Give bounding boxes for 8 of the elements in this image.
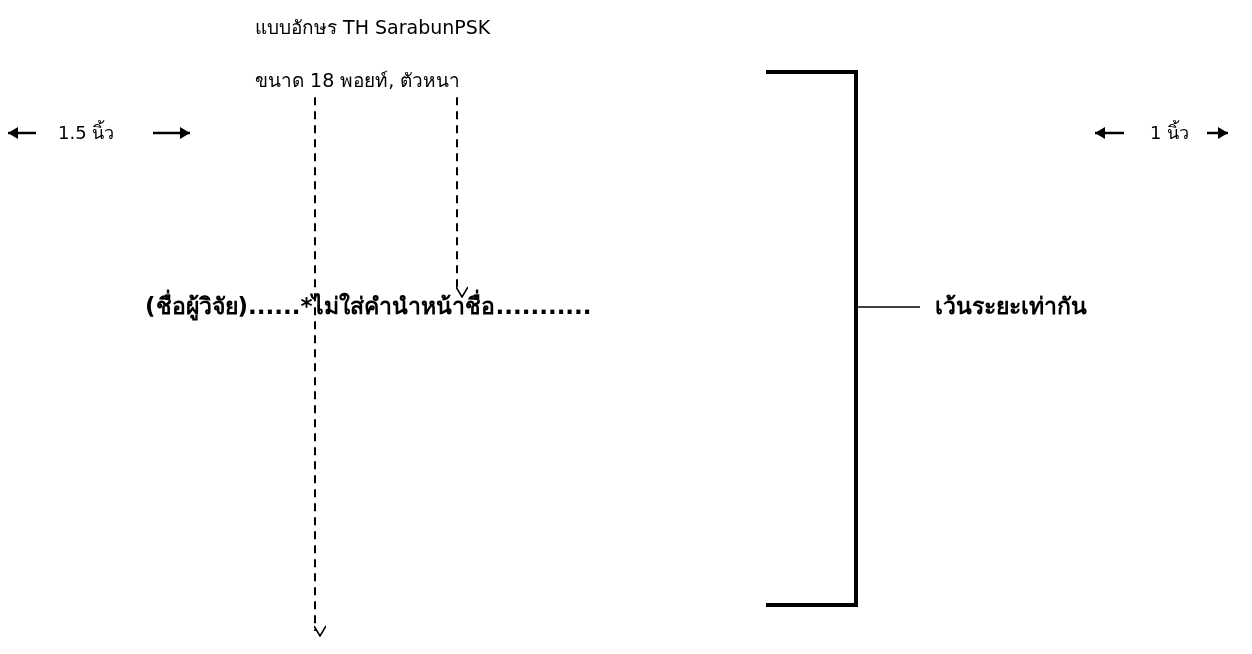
- dashed-arrow: [313, 96, 327, 637]
- margin-size-label: 1.5 นิ้ว: [58, 120, 115, 145]
- note-text: ขนาด 18 พอยท์, ตัวหนา: [255, 67, 462, 93]
- note-text: (ชื่อผู้วิจัย)......*ไม่ใส่คำนำหน้าชื่อ...........: [145, 290, 592, 323]
- note-text: แบบอักษร TH SarabunPSK: [255, 15, 491, 40]
- dashed-arrow: [455, 96, 469, 298]
- margin-size-label: 1 นิ้ว: [1150, 120, 1190, 145]
- spacing-note: เว้นระยะเท่ากัน: [935, 292, 1087, 321]
